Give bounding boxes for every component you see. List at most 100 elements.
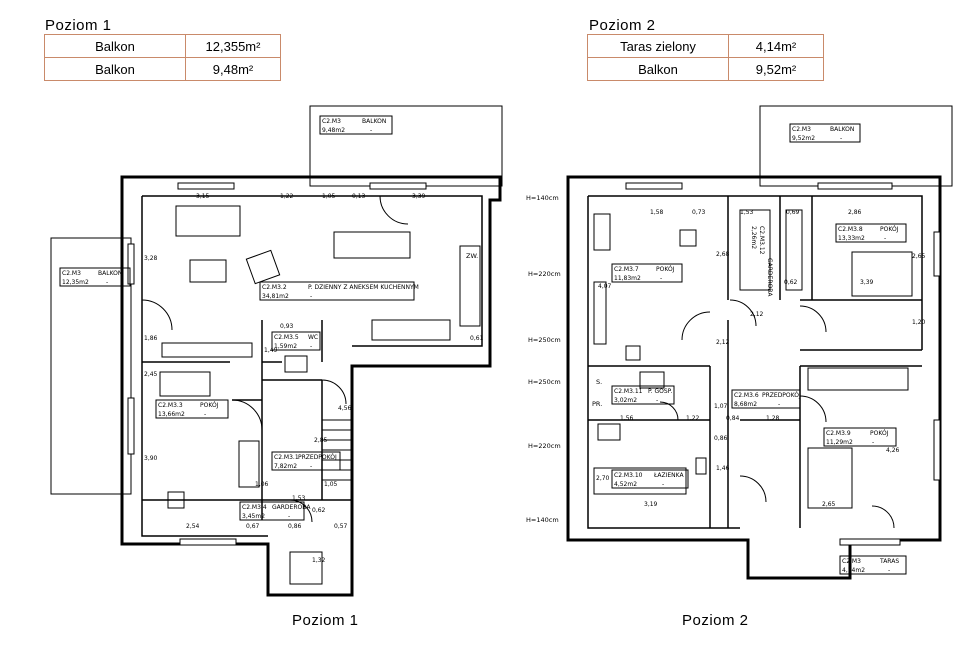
dimension-label: 4,26	[886, 447, 900, 454]
dimension-label: 1,46	[716, 465, 730, 472]
room-extra: -	[778, 401, 780, 408]
room-tag	[271, 331, 321, 351]
door-swing	[799, 305, 827, 333]
wardrobe	[593, 213, 611, 251]
level2-caption: Poziom 2	[682, 612, 749, 629]
window	[625, 182, 683, 190]
bed	[851, 251, 913, 297]
wardrobe	[238, 440, 260, 488]
window	[127, 397, 135, 455]
room-name: BALKON	[830, 126, 854, 133]
dimension-label: 3,28	[144, 255, 158, 262]
room-area: 11,83m2	[614, 275, 641, 282]
dimension-label: 3,15	[196, 193, 210, 200]
window	[817, 182, 893, 190]
level2-plan	[566, 105, 953, 580]
dimension-label: 1,22	[686, 415, 700, 422]
dimension-label: 2,12	[716, 339, 730, 346]
dimension-label: 0,57	[334, 523, 348, 530]
room-tag	[789, 123, 861, 143]
toilet	[284, 355, 308, 373]
dimension-label: 1,32	[312, 557, 326, 564]
washing-machine	[639, 371, 665, 389]
door-swing	[659, 401, 679, 421]
stairs	[322, 419, 352, 481]
fridge-column	[459, 245, 481, 327]
room-area: 4,52m2	[614, 481, 637, 488]
door-swing	[739, 475, 767, 503]
room-tag	[239, 501, 305, 521]
area-name: Balkon	[587, 57, 729, 81]
bathtub	[593, 467, 687, 495]
room-tag	[155, 399, 229, 419]
level1-plan	[50, 105, 503, 597]
room-area: 3,02m2	[614, 397, 637, 404]
window	[933, 231, 941, 277]
door-swing	[799, 395, 827, 423]
tv-console	[161, 342, 253, 358]
room-area: 12,35m2	[62, 279, 89, 286]
room-id: C2.M3.4	[242, 504, 267, 511]
dimension-label: 2,12	[750, 311, 764, 318]
height-label: H=140cm	[526, 194, 559, 202]
armchair	[245, 249, 281, 285]
room-id: C2.M3.12	[758, 226, 765, 255]
room-extra: -	[662, 481, 664, 488]
balcony-outline	[759, 105, 953, 187]
room-tag	[271, 451, 341, 471]
height-label: H=220cm	[528, 270, 561, 278]
room-extra: -	[310, 343, 312, 350]
window	[369, 182, 427, 190]
room-id: C2.M3.2	[262, 284, 287, 291]
room-extra: -	[310, 463, 312, 470]
room-id: C2.M3.11	[614, 388, 643, 395]
desk-chair	[679, 229, 697, 247]
room-area: 9,48m2	[322, 127, 345, 134]
dimension-label: 1,28	[766, 415, 780, 422]
kitchen-counter	[371, 319, 451, 341]
level1-outer-wall	[120, 175, 502, 597]
dimension-label: 3,19	[644, 501, 658, 508]
room-extra: -	[884, 235, 886, 242]
dimension-label: 2,85	[314, 437, 328, 444]
room-name: BALKON	[98, 270, 122, 277]
area-value: 9,52m²	[728, 57, 824, 81]
balcony-left-outline	[50, 237, 132, 495]
room-extra: -	[888, 567, 890, 574]
dimension-label: 2,86	[848, 209, 862, 216]
room-name: POKÓJ	[656, 266, 675, 273]
room-id: C2.M3	[62, 270, 81, 277]
area-name: Balkon	[44, 57, 186, 81]
dimension-label: 0,67	[246, 523, 260, 530]
door-swing	[321, 379, 347, 405]
room-area: 9,52m2	[792, 135, 815, 142]
dimension-label: 0,93	[280, 323, 294, 330]
room-tag	[319, 115, 393, 135]
room-id: C2.M3.8	[838, 226, 863, 233]
room-area: 4,14m2	[842, 567, 865, 574]
dimension-label: 0,86	[288, 523, 302, 530]
room-area: 3,45m2	[242, 513, 265, 520]
dimension-label: 1,05	[322, 193, 336, 200]
room-name: P. GOSP.	[648, 388, 672, 395]
table-row: Balkon 12,355m²	[44, 34, 281, 58]
area-name: Taras zielony	[587, 34, 729, 58]
area-name: Balkon	[44, 34, 186, 58]
room-extra: -	[840, 135, 842, 142]
room-tag	[731, 389, 801, 409]
dimension-label: 3,39	[412, 193, 426, 200]
room-tag	[59, 267, 131, 287]
door-swing	[231, 399, 263, 431]
room-id: C2.M3.1	[274, 454, 299, 461]
room-id: C2.M3.3	[158, 402, 183, 409]
dimension-label: 4,07	[598, 283, 612, 290]
area-value: 9,48m²	[185, 57, 281, 81]
dimension-label: 3,90	[144, 455, 158, 462]
desk-chair	[167, 491, 185, 509]
room-name: POKÓJ	[200, 402, 219, 409]
dining-table	[333, 231, 411, 259]
room-name: BALKON	[362, 118, 386, 125]
window	[839, 538, 901, 546]
room-tag	[611, 263, 683, 283]
room-id: C2.M3	[792, 126, 811, 133]
